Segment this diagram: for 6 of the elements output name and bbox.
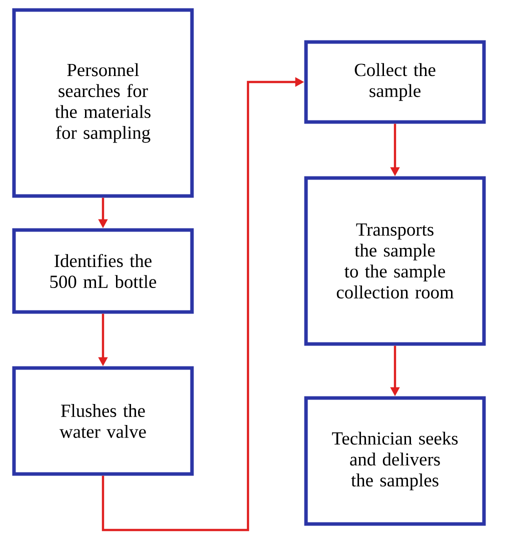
process-box: Collect the sample — [304, 40, 486, 124]
process-box: Technician seeks and delivers the samples — [304, 396, 486, 526]
process-box: Flushes the water valve — [12, 366, 194, 476]
process-box: Transports the sample to the sample collection room — [304, 176, 486, 346]
process-box: Identifies the 500 mL bottle — [12, 228, 194, 314]
process-box: Personnel searches for the materials for sampling — [12, 8, 194, 198]
